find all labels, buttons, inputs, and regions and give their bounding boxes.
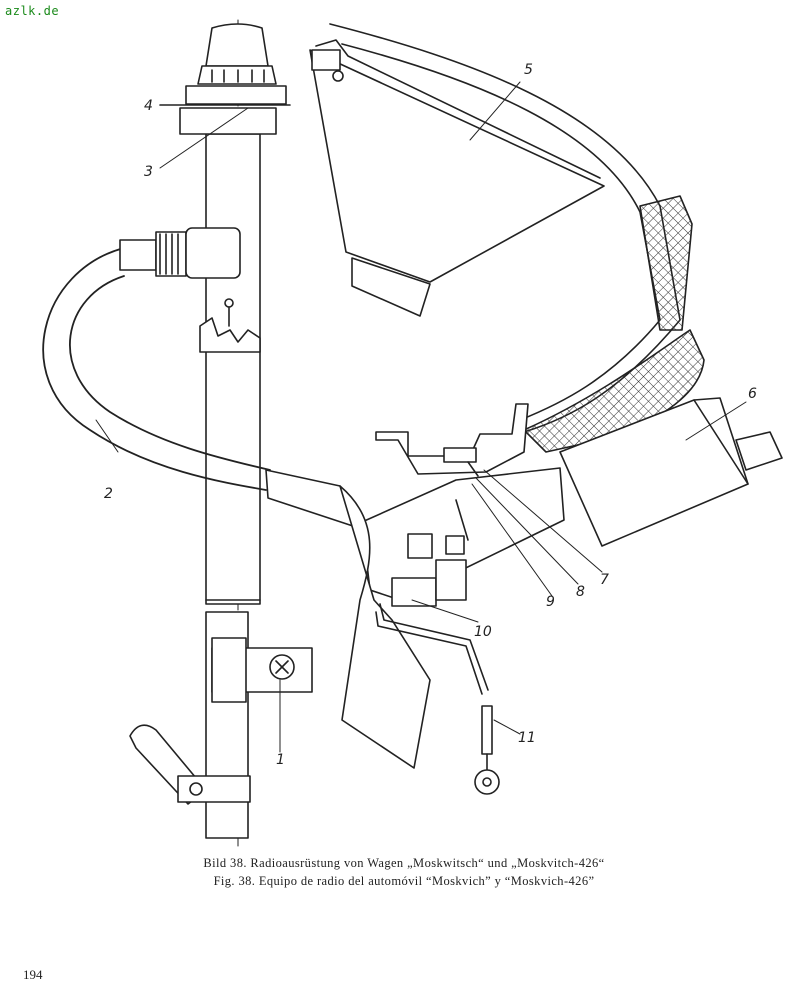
antenna-cable	[42, 247, 366, 531]
ground-wire	[375, 603, 500, 795]
radio-equipment-figure: 4 3 5 2 6 7 8 9 10 11 1	[42, 19, 783, 847]
leader-lines	[95, 81, 747, 753]
callout-2: 2	[104, 486, 113, 502]
junction-box	[361, 467, 565, 607]
cable-connector	[119, 227, 241, 279]
mounting-tray	[375, 403, 529, 477]
watermark: azlk.de	[5, 4, 60, 18]
mast-bracket	[211, 637, 313, 703]
callout-6: 6	[748, 386, 757, 402]
callout-4: 4	[144, 98, 153, 114]
dashboard-panel	[329, 23, 705, 453]
antenna-mast	[205, 19, 261, 847]
speaker	[309, 39, 605, 317]
callout-7: 7	[600, 572, 609, 588]
page-number: 194	[23, 967, 43, 982]
callout-5: 5	[524, 62, 533, 78]
mast-clip	[199, 298, 261, 353]
callout-10: 10	[474, 624, 492, 640]
callout-1: 1	[276, 752, 285, 768]
callout-3: 3	[144, 164, 153, 180]
caption-spanish: Fig. 38. Equipo de radio del automóvil “…	[213, 874, 595, 888]
callout-11: 11	[518, 730, 536, 746]
caption-german: Bild 38. Radioausrüstung von Wagen „Mosk…	[203, 856, 605, 870]
radio-receiver	[559, 397, 783, 547]
callout-9: 9	[546, 594, 555, 610]
antenna-cap	[159, 23, 291, 135]
callout-8: 8	[576, 584, 585, 600]
mast-handle	[129, 724, 251, 805]
